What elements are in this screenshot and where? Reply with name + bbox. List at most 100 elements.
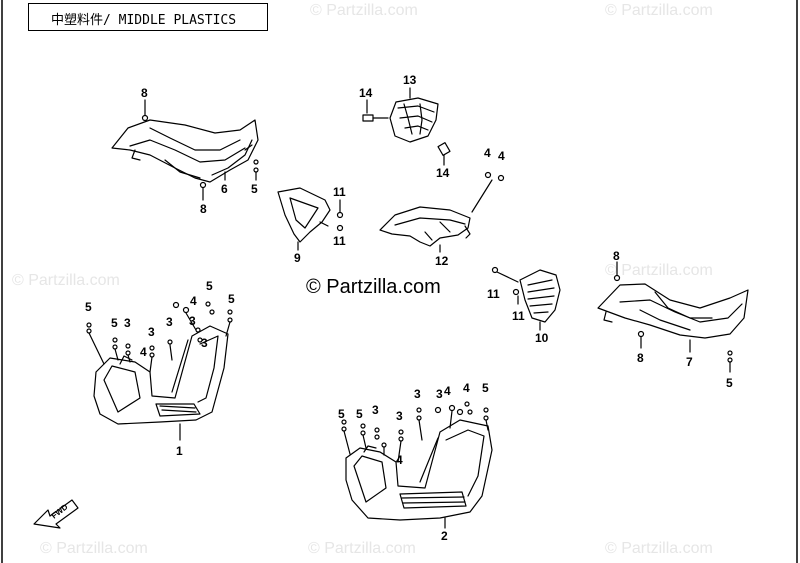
fastener-11 [336, 211, 344, 219]
callout-label: 4 [140, 345, 147, 359]
fastener [253, 159, 259, 165]
leader-line [169, 344, 173, 361]
callout-label: 13 [403, 73, 417, 87]
fastener-11 [512, 288, 520, 296]
fastener-5 [483, 407, 489, 413]
callout-label: 14 [359, 86, 373, 100]
callout-label: 6 [221, 182, 228, 196]
callout-label: 5 [85, 300, 92, 314]
callout-label: 2 [441, 529, 448, 543]
callout-label: 4 [463, 381, 470, 395]
fastener-5 [360, 430, 366, 436]
fastener-3 [416, 415, 422, 421]
fastener-5 [464, 401, 470, 407]
callout-label: 3 [189, 314, 196, 328]
part-9-cover [277, 187, 331, 243]
leader-line [485, 419, 489, 431]
fastener-5 [86, 322, 92, 328]
fastener-11 [336, 224, 344, 232]
callout-label: 7 [686, 355, 693, 369]
callout-label: 4 [444, 384, 451, 398]
fastener-3 [416, 407, 422, 413]
leader-line [149, 356, 153, 373]
callout-label: 3 [166, 315, 173, 329]
callout-label: 5 [206, 279, 213, 293]
leader-line [496, 271, 519, 283]
callout-label: 11 [512, 309, 525, 323]
callout-label: 5 [726, 376, 733, 390]
callout-label: 4 [396, 453, 403, 467]
fastener-3 [167, 339, 173, 345]
callout-label: 10 [535, 331, 549, 345]
fastener-3 [374, 434, 380, 440]
fastener-5 [112, 337, 118, 343]
fastener-4 [497, 174, 505, 182]
leader-line [343, 430, 351, 455]
callout-label: 3 [201, 336, 208, 350]
callout-label: 3 [414, 387, 421, 401]
leader-line [114, 348, 119, 361]
callout-label: 8 [141, 86, 148, 100]
fastener-5 [112, 344, 118, 350]
callout-label: 5 [482, 381, 489, 395]
leader-line [88, 332, 105, 365]
leader-line [225, 321, 231, 337]
callout-label: 3 [372, 403, 379, 417]
fastener-5 [227, 309, 233, 315]
leader-line [418, 419, 423, 441]
fastener-5 [341, 419, 347, 425]
fastener-4 [434, 406, 442, 414]
callout-label: 11 [333, 234, 346, 248]
fastener-3 [125, 343, 131, 349]
fastener-8 [613, 274, 621, 282]
fastener-5 [727, 350, 733, 356]
callout-label: 8 [613, 249, 620, 263]
callout-label: 4 [190, 294, 197, 308]
leader-line [127, 354, 131, 363]
callout-label: 5 [338, 407, 345, 421]
callout-label: 3 [124, 316, 131, 330]
watermark: © Partzilla.com [308, 540, 416, 557]
callout-label: 5 [251, 182, 258, 196]
fastener [199, 181, 207, 189]
fastener-5 [467, 409, 473, 415]
leader-line [471, 179, 493, 213]
callout-label: 5 [356, 407, 363, 421]
callout-label: 12 [435, 254, 449, 268]
diagram-title: 中塑料件/ MIDDLE PLASTICS [51, 13, 237, 28]
fastener-4 [484, 171, 492, 179]
fastener-5 [205, 301, 211, 307]
callout-label: 4 [498, 149, 505, 163]
fastener-5 [209, 309, 215, 315]
fastener [141, 114, 149, 122]
callout-label: 1 [176, 444, 183, 458]
fwd-arrow: FWD [33, 499, 79, 529]
callout-label: 5 [111, 316, 118, 330]
callout-label: 3 [436, 387, 443, 401]
leader-line [362, 434, 367, 449]
watermark: © Partzilla.com [605, 540, 713, 557]
center-watermark: © Partzilla.com [306, 276, 441, 298]
part-13-top-shroud [389, 97, 439, 143]
fastener-5 [360, 423, 366, 429]
part-10-grille [519, 269, 561, 323]
callout-label: 4 [484, 146, 491, 160]
fastener-4 [182, 306, 190, 314]
fastener-3 [374, 427, 380, 433]
leader-line [449, 410, 453, 429]
fastener-3 [398, 436, 404, 442]
callout-label: 11 [487, 287, 500, 301]
fastener-3 [149, 345, 155, 351]
leader-line [185, 312, 197, 331]
callout-label: 5 [228, 292, 235, 306]
watermark: © Partzilla.com [605, 262, 713, 279]
fastener-5 [341, 426, 347, 432]
part-6-left-panel [111, 119, 259, 183]
leader-line [397, 440, 402, 463]
callout-label: 3 [148, 325, 155, 339]
callout-label: 11 [333, 185, 346, 199]
part-12-center-panel [379, 206, 471, 247]
fastener-11 [491, 266, 499, 274]
